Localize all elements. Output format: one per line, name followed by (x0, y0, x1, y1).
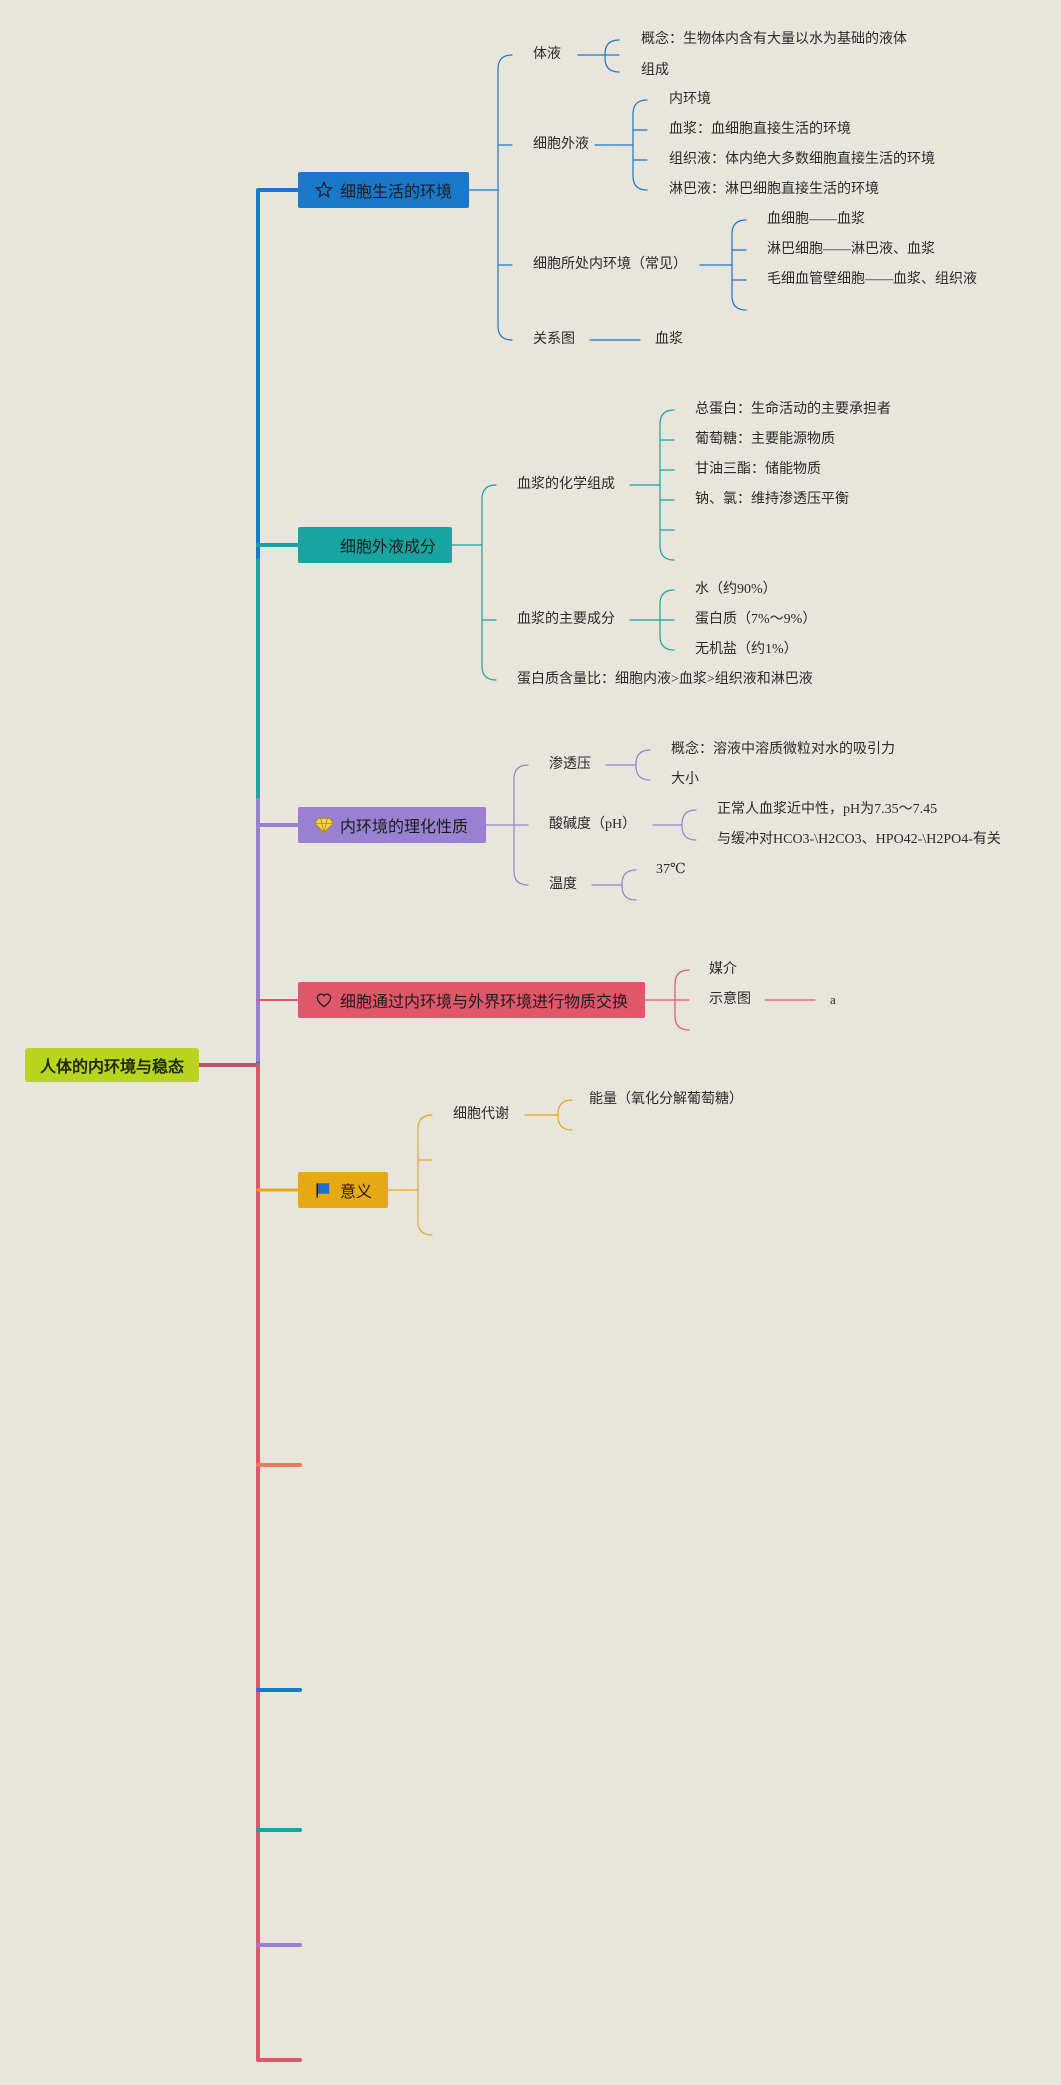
leaf-node[interactable]: 概念：生物体内含有大量以水为基础的液体 (641, 32, 907, 47)
leaf-node[interactable]: 甘油三酯：储能物质 (695, 462, 821, 477)
subtopic-medium[interactable]: 媒介 (709, 962, 737, 977)
diamond-icon (314, 815, 334, 835)
leaf-node[interactable]: 正常人血浆近中性，pH为7.35～7.45 (717, 802, 938, 817)
heart-icon (314, 990, 334, 1010)
blank-icon (314, 535, 334, 555)
subtopic-body-fluid[interactable]: 体液 (533, 47, 561, 62)
leaf-node[interactable]: 组织液：体内绝大多数细胞直接生活的环境 (669, 152, 935, 167)
subtopic-diagram[interactable]: 示意图 (709, 992, 751, 1007)
leaf-node[interactable]: 组成 (641, 63, 669, 78)
subtopic-plasma-chemistry[interactable]: 血浆的化学组成 (517, 477, 615, 492)
branch-label: 细胞生活的环境 (340, 184, 453, 201)
branch-label: 细胞通过内环境与外界环境进行物质交换 (340, 994, 629, 1011)
leaf-node[interactable]: 水（约90%） (695, 582, 777, 597)
root-node[interactable]: 人体的内环境与稳态 (25, 1048, 199, 1082)
subtopic-metabolism[interactable]: 细胞代谢 (453, 1107, 509, 1122)
flag-icon (314, 1180, 334, 1200)
leaf-node[interactable]: a (830, 992, 836, 1007)
leaf-node[interactable]: 能量（氧化分解葡萄糖） (589, 1092, 743, 1107)
leaf-node[interactable]: 葡萄糖：主要能源物质 (695, 432, 835, 447)
leaf-node[interactable]: 钠、氯：维持渗透压平衡 (695, 492, 849, 507)
branch-cell-environment[interactable]: 细胞生活的环境 (298, 172, 469, 208)
subtopic-ph[interactable]: 酸碱度（pH） (549, 817, 637, 832)
subtopic-extracellular[interactable]: 细胞外液 (533, 137, 589, 152)
branch-label: 细胞外液成分 (340, 539, 437, 556)
branch-material-exchange[interactable]: 细胞通过内环境与外界环境进行物质交换 (298, 982, 645, 1018)
leaf-node[interactable]: 淋巴液：淋巴细胞直接生活的环境 (669, 182, 879, 197)
subtopic-protein-ratio[interactable]: 蛋白质含量比：细胞内液>血浆>组织液和淋巴液 (517, 672, 813, 687)
branch-label: 内环境的理化性质 (340, 819, 469, 836)
leaf-node[interactable]: 血细胞——血浆 (767, 212, 865, 227)
leaf-node[interactable]: 概念：溶液中溶质微粒对水的吸引力 (671, 742, 895, 757)
subtopic-temperature[interactable]: 温度 (549, 877, 577, 892)
leaf-node[interactable]: 毛细血管壁细胞——血浆、组织液 (767, 272, 977, 287)
subtopic-plasma-main[interactable]: 血浆的主要成分 (517, 612, 615, 627)
leaf-node[interactable]: 大小 (671, 772, 699, 787)
branch-label: 意义 (340, 1184, 373, 1201)
leaf-node[interactable]: 37℃ (656, 862, 686, 877)
subtopic-osmotic-pressure[interactable]: 渗透压 (549, 757, 591, 772)
leaf-node[interactable]: 淋巴细胞——淋巴液、血浆 (767, 242, 935, 257)
subtopic-cell-environment[interactable]: 细胞所处内环境（常见） (533, 257, 687, 272)
leaf-node[interactable]: 内环境 (669, 92, 711, 107)
leaf-node[interactable]: 无机盐（约1%） (695, 642, 798, 657)
leaf-node[interactable]: 与缓冲对HCO3-\H2CO3、HPO42-\H2PO4-有关 (717, 832, 1001, 847)
leaf-node[interactable]: 蛋白质（7%～9%） (695, 612, 817, 627)
branch-extracellular-fluid[interactable]: 细胞外液成分 (298, 527, 452, 563)
branch-significance[interactable]: 意义 (298, 1172, 388, 1208)
star-icon (314, 180, 334, 200)
branch-physicochemical[interactable]: 内环境的理化性质 (298, 807, 486, 843)
leaf-node[interactable]: 血浆 (655, 332, 683, 347)
subtopic-relation-chart[interactable]: 关系图 (533, 332, 575, 347)
leaf-node[interactable]: 血浆：血细胞直接生活的环境 (669, 122, 851, 137)
leaf-node[interactable]: 总蛋白：生命活动的主要承担者 (695, 402, 891, 417)
